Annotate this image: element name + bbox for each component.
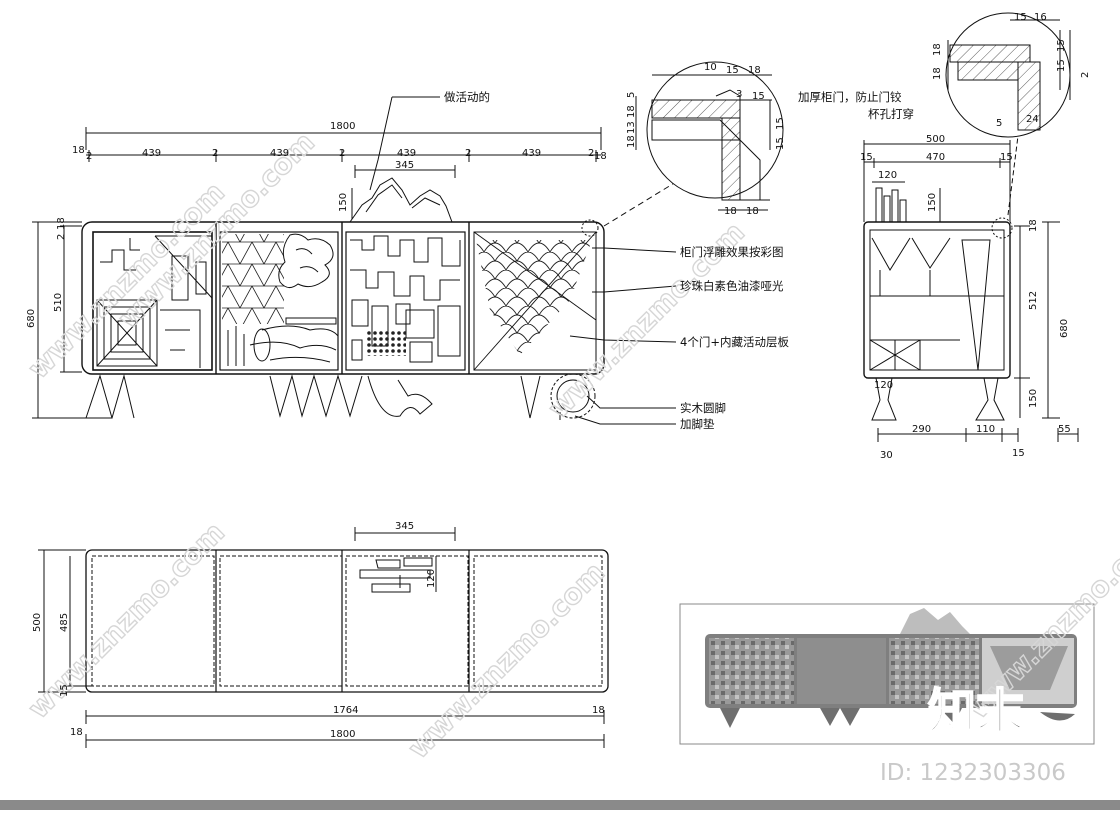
logo-text: 知末 <box>928 684 1024 740</box>
plan-center-width: 345 <box>395 521 414 532</box>
note-legs: 实木圆脚 <box>680 401 726 415</box>
detail-dim: 15 <box>1014 12 1027 23</box>
detail-dim: 18 <box>932 43 943 56</box>
front-total-width: 1800 <box>330 121 355 132</box>
center-piece-height: 150 <box>338 193 349 212</box>
plan-view <box>38 527 609 748</box>
detail-note-line2: 杯孔打穿 <box>868 107 914 121</box>
detail-circle-right <box>945 12 1071 138</box>
detail-dim: 18 <box>932 67 943 80</box>
side-bottom-width: 120 <box>874 380 893 391</box>
detail-dim: 18 <box>626 135 637 148</box>
note-paint: 珍珠白素色油漆哑光 <box>680 279 784 293</box>
side-height-body: 512 <box>1028 291 1039 310</box>
front-dim-labels: 1800 18 2 439 2 439 2 439 2 439 2 18 345… <box>26 121 607 328</box>
front-top-offset: 2 <box>56 234 67 240</box>
detail-dim: 24 <box>1026 114 1039 125</box>
front-height-total: 680 <box>26 309 37 328</box>
detail-dim: 10 <box>704 62 717 73</box>
dim-seg: 439 <box>397 148 416 159</box>
detail-dim: 3 <box>736 89 742 100</box>
dim-seg: 2 <box>86 151 92 162</box>
dim-seg: 18 <box>72 145 85 156</box>
bottom-bar <box>0 800 1120 810</box>
side-margin: 15 <box>1000 152 1013 163</box>
side-top-item-width: 120 <box>878 170 897 181</box>
side-height-total: 680 <box>1059 319 1070 338</box>
side-view <box>863 135 1079 442</box>
side-labels: 500 470 15 15 120 150 680 512 18 150 120… <box>860 134 1071 461</box>
side-extra: 15 <box>1012 448 1025 459</box>
side-extra: 55 <box>1058 424 1071 435</box>
side-top-item-height: 150 <box>927 193 938 212</box>
detail-dim: 15 <box>752 91 765 102</box>
side-margin: 15 <box>860 152 873 163</box>
render-preview <box>679 603 1095 745</box>
dim-seg: 18 <box>594 151 607 162</box>
front-height-body: 510 <box>53 293 64 312</box>
dim-seg: 2 <box>588 148 594 159</box>
side-width: 500 <box>926 134 945 145</box>
plan-offset-right: 18 <box>592 705 605 716</box>
side-inner: 470 <box>926 152 945 163</box>
dim-seg: 2 <box>212 148 218 159</box>
detail-dim: 18 <box>748 65 761 76</box>
front-notes: 做活动的 柜门浮雕效果按彩图 珍珠白素色油漆哑光 4个门+内藏活动层板 实木圆脚… <box>444 90 789 431</box>
detail-dim: 2 <box>1080 72 1091 78</box>
detail-dim: 15 <box>1056 39 1067 52</box>
side-top-thk: 18 <box>1028 219 1039 232</box>
note-carving: 柜门浮雕效果按彩图 <box>680 245 784 259</box>
plan-depth-offset: 15 <box>59 684 70 697</box>
detail-dim: 13 <box>626 121 637 134</box>
plan-total-width: 1800 <box>330 729 355 740</box>
detail-dim: 18 <box>746 206 759 217</box>
side-leg-dim: 110 <box>976 424 995 435</box>
note-doors: 4个门+内藏活动层板 <box>680 335 789 349</box>
detail-note-line1: 加厚柜门，防止门铰 <box>798 90 902 104</box>
plan-inner-width: 1764 <box>333 705 358 716</box>
dim-seg: 439 <box>270 148 289 159</box>
detail-dim: 18 <box>724 206 737 217</box>
detail-dim: 5 <box>996 118 1002 129</box>
detail-dim: 15 <box>726 65 739 76</box>
front-top-offset: 18 <box>56 217 67 230</box>
detail-dim: 18 <box>626 105 637 118</box>
front-view <box>32 96 677 425</box>
detail-dim: 15 <box>775 117 786 130</box>
detail-circle-left <box>635 61 784 211</box>
side-leg-dim: 290 <box>912 424 931 435</box>
detail-left-labels: 10 15 18 5 18 13 18 3 15 15 15 18 18 加厚柜… <box>626 62 914 217</box>
dim-seg: 439 <box>522 148 541 159</box>
plan-depth-total: 500 <box>32 613 43 632</box>
detail-dim: 15 <box>775 137 786 150</box>
note-pad: 加脚垫 <box>680 417 715 431</box>
dim-seg: 2 <box>465 148 471 159</box>
detail-dim: 15 <box>1056 59 1067 72</box>
plan-offset-left: 18 <box>70 727 83 738</box>
plan-center-depth: 120 <box>426 569 437 588</box>
detail-dim: 16 <box>1034 12 1047 23</box>
dim-seg: 2 <box>339 148 345 159</box>
image-id: ID: 1232303306 <box>880 760 1066 786</box>
detail-right-labels: 15 16 18 18 15 15 2 5 24 <box>932 12 1091 129</box>
center-piece-width: 345 <box>395 160 414 171</box>
plan-depth-inner: 485 <box>59 613 70 632</box>
side-extra: 30 <box>880 450 893 461</box>
note-movable: 做活动的 <box>444 90 490 104</box>
dim-seg: 439 <box>142 148 161 159</box>
detail-dim: 5 <box>626 92 637 98</box>
side-leg-height: 150 <box>1028 389 1039 408</box>
plan-labels: 345 120 500 485 15 1764 18 18 1800 <box>32 521 605 740</box>
